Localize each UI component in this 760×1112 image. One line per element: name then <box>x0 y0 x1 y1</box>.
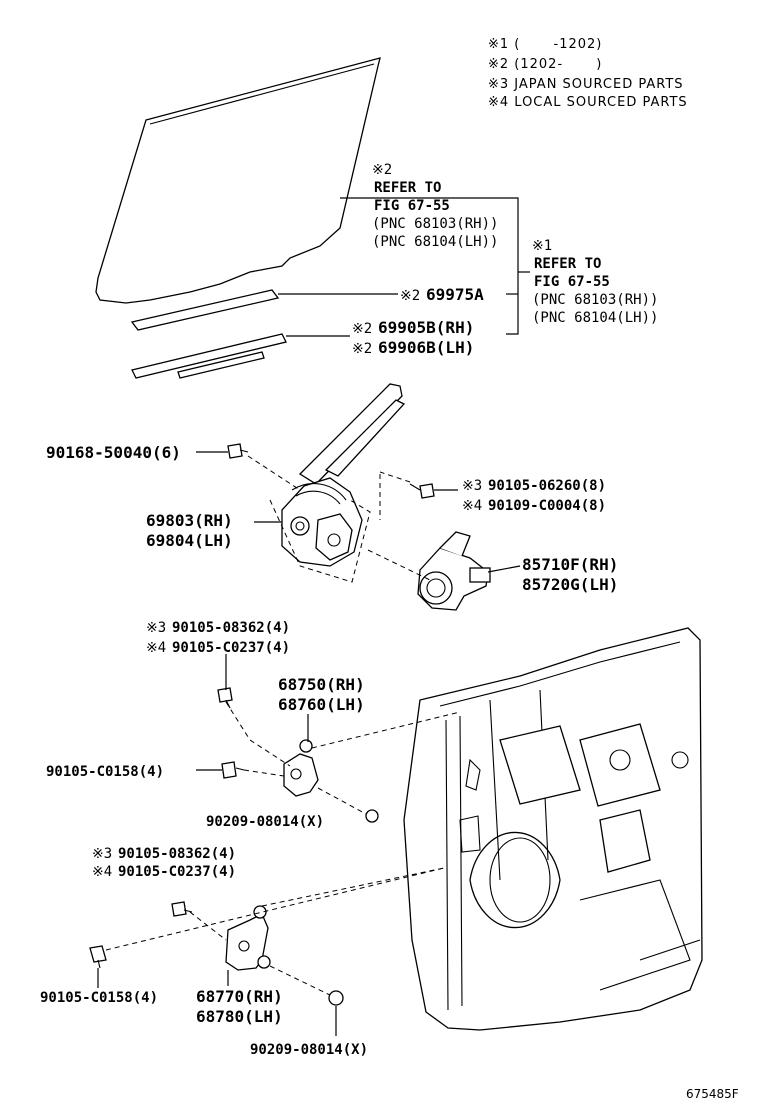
label-90109-c0004: ※4 90109-C0004(8) <box>462 498 606 514</box>
label-90105-08362-a: ※3 90105-08362(4) <box>146 620 290 636</box>
svg-text:69906B(LH): 69906B(LH) <box>378 338 474 357</box>
legend-line-1: ※1 ( -1202) <box>488 37 602 52</box>
svg-text:※3: ※3 <box>462 478 482 494</box>
svg-text:90105-C0237(4): 90105-C0237(4) <box>118 864 236 880</box>
label-69905b: ※2 69905B(RH) <box>352 318 474 337</box>
svg-text:※3: ※3 <box>92 846 112 862</box>
svg-text:90105-C0237(4): 90105-C0237(4) <box>172 640 290 656</box>
label-69803: 69803(RH) <box>146 511 233 530</box>
svg-text:※2: ※2 <box>352 321 372 337</box>
ref1-refer: REFER TO <box>534 256 601 272</box>
label-85720g: 85720G(LH) <box>522 575 618 594</box>
label-90105-c0158-b: 90105-C0158(4) <box>40 990 158 1006</box>
label-90105-c0158-a: 90105-C0158(4) <box>46 764 164 780</box>
upper-hinge <box>225 701 461 815</box>
label-85710f: 85710F(RH) <box>522 555 618 574</box>
refer-note-1: ※1 REFER TO FIG 67-55 (PNC 68103(RH)) (P… <box>532 238 658 326</box>
svg-text:※4: ※4 <box>146 640 166 656</box>
svg-text:※4: ※4 <box>462 498 482 514</box>
svg-text:※3: ※3 <box>146 620 166 636</box>
label-90105-06260: ※3 90105-06260(8) <box>462 478 606 494</box>
bolt-90105-c0158-b <box>89 945 107 988</box>
ref1-fig: FIG 67-55 <box>534 274 610 290</box>
figure-id: 675485F <box>686 1087 739 1101</box>
legend-line-2: ※2 (1202- ) <box>488 57 602 72</box>
cap-90209-b <box>328 990 344 1036</box>
label-69906b: ※2 69906B(LH) <box>352 338 474 357</box>
bolt-90105-08362-b <box>171 901 193 917</box>
svg-text:90105-08362(4): 90105-08362(4) <box>172 620 290 636</box>
door-inner-panel <box>403 627 703 1031</box>
lower-hinge <box>105 867 445 997</box>
glass-run-channels <box>130 289 287 379</box>
label-69975a: ※2 69975A <box>400 285 484 304</box>
ref2-fig: FIG 67-55 <box>374 198 450 214</box>
ref1-pnc-rh: (PNC 68103(RH)) <box>532 292 658 308</box>
label-90168-50040: 90168-50040(6) <box>46 443 181 462</box>
ref2-pnc-lh: (PNC 68104(LH)) <box>372 234 498 250</box>
svg-text:※2: ※2 <box>352 341 372 357</box>
ref1-mark: ※1 <box>532 238 552 254</box>
label-68760: 68760(LH) <box>278 695 365 714</box>
legend-line-3: ※3 JAPAN SOURCED PARTS <box>488 77 684 92</box>
legend: ※1 ( -1202) ※2 (1202- ) ※3 JAPAN SOURCED… <box>488 37 688 110</box>
refer-note-2: ※2 REFER TO FIG 67-55 (PNC 68103(RH)) (P… <box>372 162 498 250</box>
window-regulator <box>269 383 406 583</box>
label-68770: 68770(RH) <box>196 987 283 1006</box>
svg-text:90105-08362(4): 90105-08362(4) <box>118 846 236 862</box>
label-90105-c0237-a: ※4 90105-C0237(4) <box>146 640 290 656</box>
svg-text:90105-06260(8): 90105-06260(8) <box>488 478 606 494</box>
ref2-refer: REFER TO <box>374 180 441 196</box>
legend-line-4: ※4 LOCAL SOURCED PARTS <box>488 95 688 110</box>
bolt-90105-06260 <box>379 471 458 499</box>
ref1-pnc-lh: (PNC 68104(LH)) <box>532 310 658 326</box>
bolt-90168 <box>196 443 301 491</box>
cap-90209-a <box>365 809 379 823</box>
bolt-90105-c0158-a <box>196 761 245 779</box>
label-68780: 68780(LH) <box>196 1007 283 1026</box>
top-leaders <box>278 197 530 337</box>
leader-85710f <box>487 565 521 573</box>
label-68750: 68750(RH) <box>278 675 365 694</box>
svg-text:90109-C0004(8): 90109-C0004(8) <box>488 498 606 514</box>
label-69804: 69804(LH) <box>146 531 233 550</box>
svg-text:69975A: 69975A <box>426 285 484 304</box>
label-90105-08362-b: ※3 90105-08362(4) <box>92 846 236 862</box>
svg-text:※2: ※2 <box>400 288 420 304</box>
ref2-mark: ※2 <box>372 162 392 178</box>
label-90209-08014-b: 90209-08014(X) <box>250 1042 368 1058</box>
ref2-pnc-rh: (PNC 68103(RH)) <box>372 216 498 232</box>
svg-text:69905B(RH): 69905B(RH) <box>378 318 474 337</box>
door-glass <box>95 57 381 304</box>
label-90105-c0237-b: ※4 90105-C0237(4) <box>92 864 236 880</box>
label-90209-08014-a: 90209-08014(X) <box>206 814 324 830</box>
window-motor <box>367 531 491 611</box>
bolt-90105-08362-a <box>217 654 233 709</box>
svg-text:※4: ※4 <box>92 864 112 880</box>
